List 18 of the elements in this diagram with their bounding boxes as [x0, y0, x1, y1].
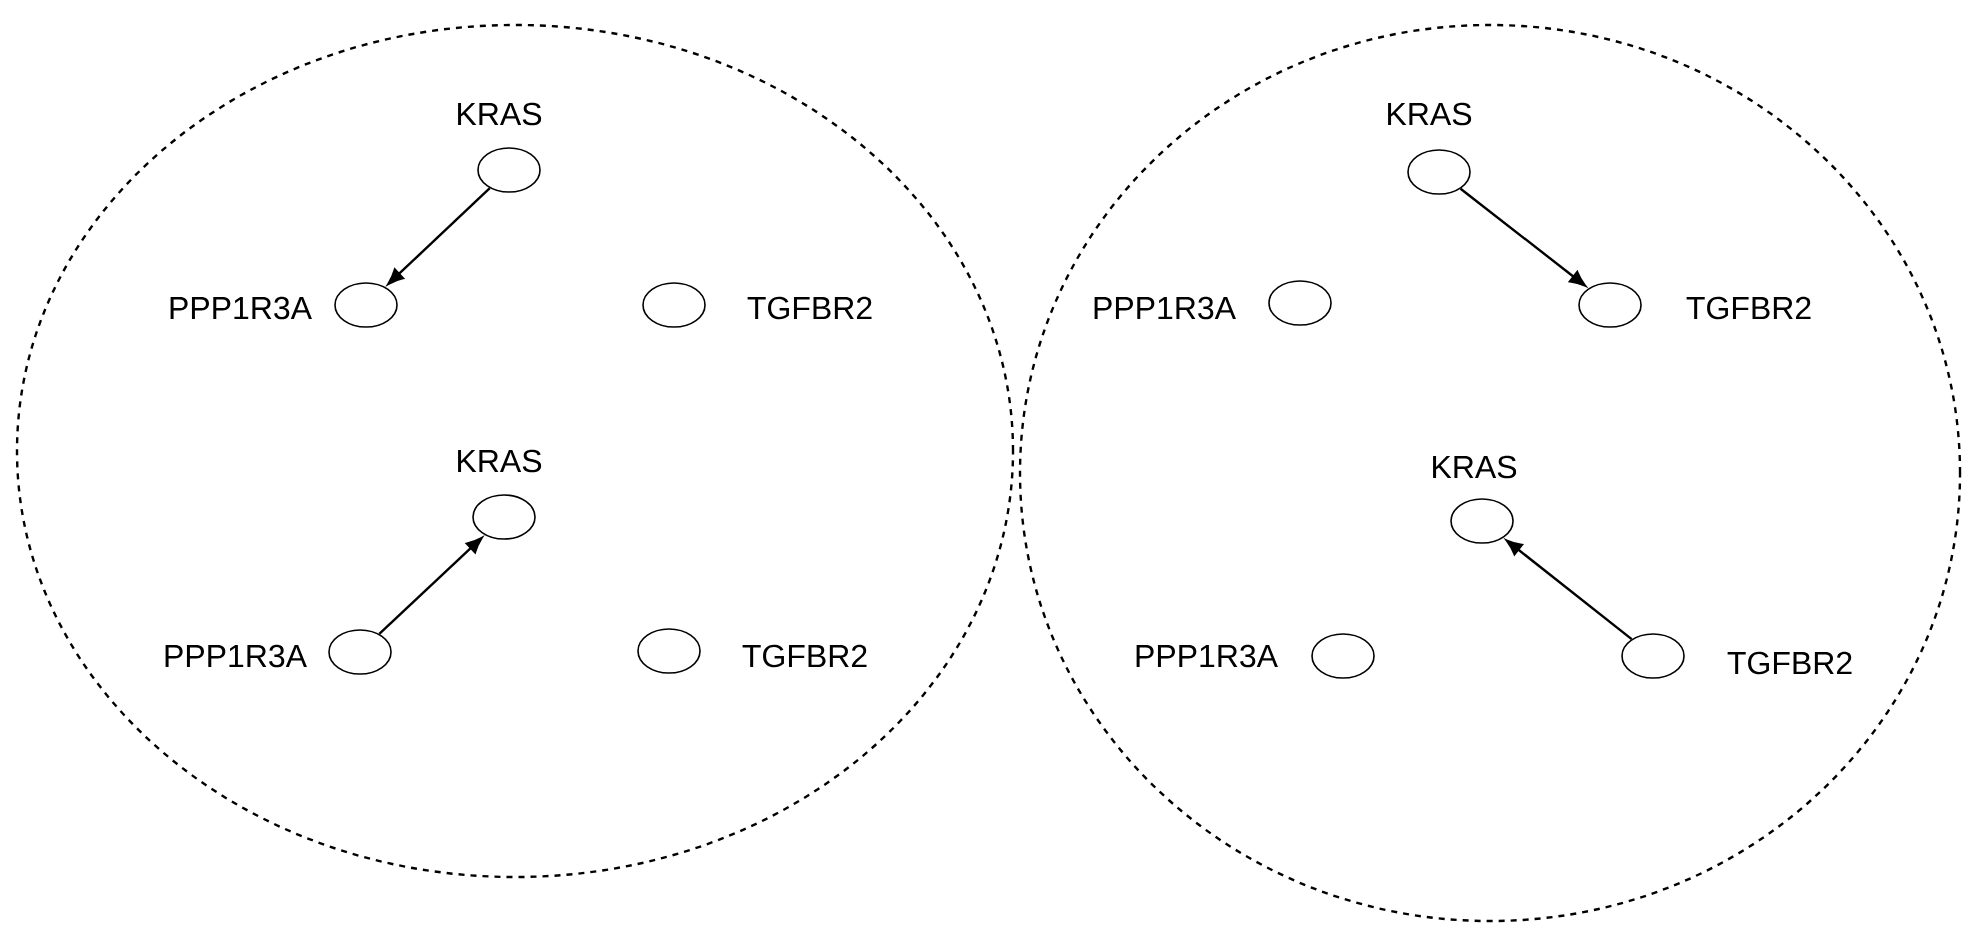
gene-label: PPP1R3A	[165, 644, 307, 668]
gene-label: KRAS	[1388, 102, 1472, 126]
arrow	[387, 187, 491, 285]
dashed-ellipse	[1018, 23, 1962, 923]
gene-label: KRAS	[458, 102, 542, 126]
gene-label: TGFBR2	[1686, 296, 1811, 320]
gene-label: TGFBR2	[747, 296, 872, 320]
gene-label: PPP1R3A	[170, 296, 312, 320]
arrow	[1459, 187, 1586, 287]
gene-label: TGFBR2	[1727, 651, 1852, 675]
gene-label: KRAS	[1433, 455, 1517, 479]
gene-label: KRAS	[458, 449, 542, 473]
gene-label: PPP1R3A	[1094, 296, 1236, 320]
arrow	[378, 537, 483, 635]
gene-label: TGFBR2	[742, 644, 867, 668]
dashed-ellipse	[15, 23, 1015, 879]
gene-label: PPP1R3A	[1136, 644, 1278, 668]
arrow	[1505, 539, 1633, 641]
